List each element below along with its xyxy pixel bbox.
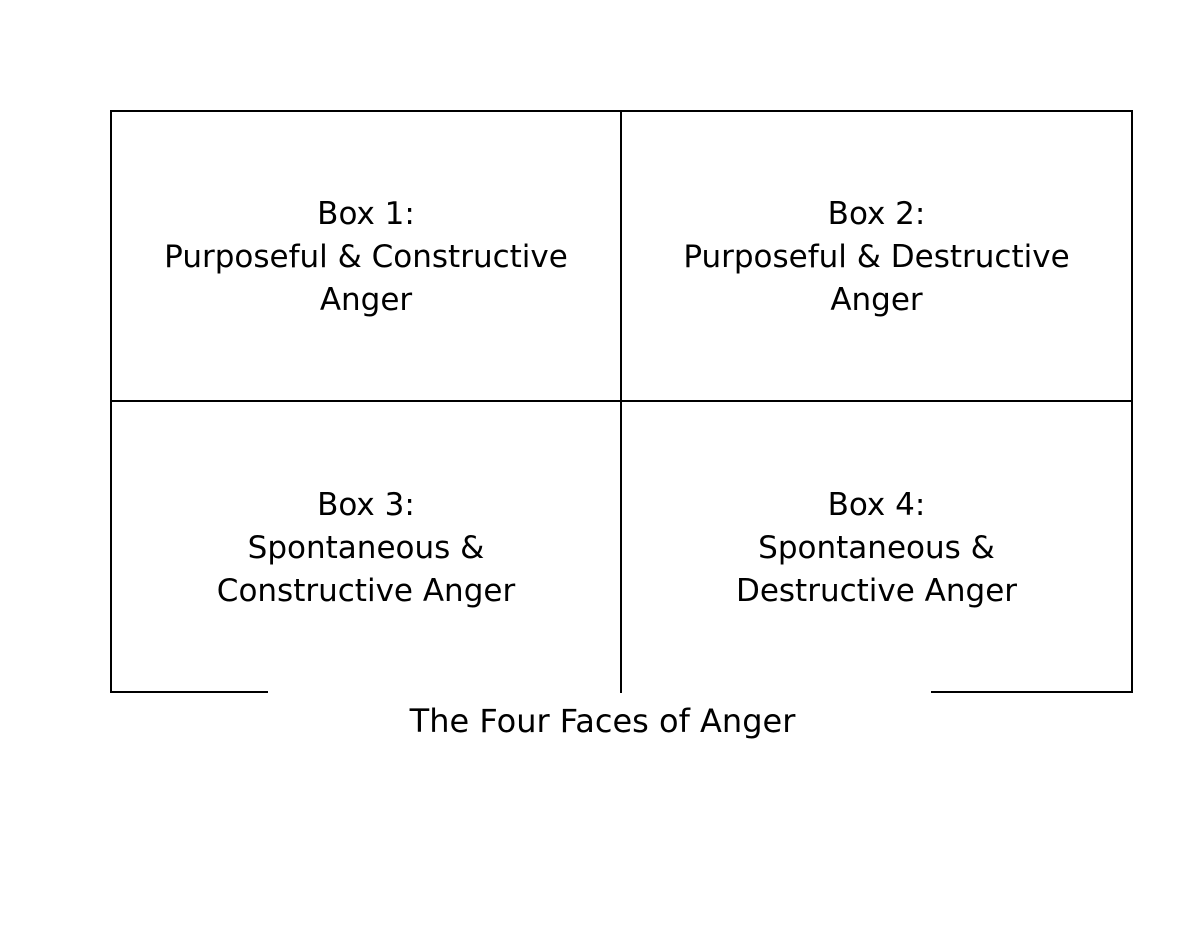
anger-matrix: Box 1: Purposeful & Constructive Anger B… (110, 110, 1133, 693)
matrix-cell-box-1: Box 1: Purposeful & Constructive Anger (112, 112, 620, 400)
matrix-cell-box-2: Box 2: Purposeful & Destructive Anger (622, 112, 1131, 400)
matrix-border-bottom-right-segment (931, 691, 1133, 693)
matrix-cell-box-4-text: Box 4: Spontaneous & Destructive Anger (735, 487, 1018, 609)
matrix-divider-vertical (620, 110, 622, 693)
matrix-cell-box-4: Box 4: Spontaneous & Destructive Anger (622, 402, 1131, 691)
figure-caption: The Four Faces of Anger (409, 702, 796, 740)
matrix-border-bottom-left-segment (110, 691, 268, 693)
matrix-cell-box-1-text: Box 1: Purposeful & Constructive Anger (164, 195, 568, 318)
matrix-cell-box-3-text: Box 3: Spontaneous & Constructive Anger (216, 487, 516, 609)
matrix-cell-box-2-text: Box 2: Purposeful & Destructive Anger (683, 195, 1070, 318)
matrix-cell-box-3: Box 3: Spontaneous & Constructive Anger (112, 402, 620, 691)
